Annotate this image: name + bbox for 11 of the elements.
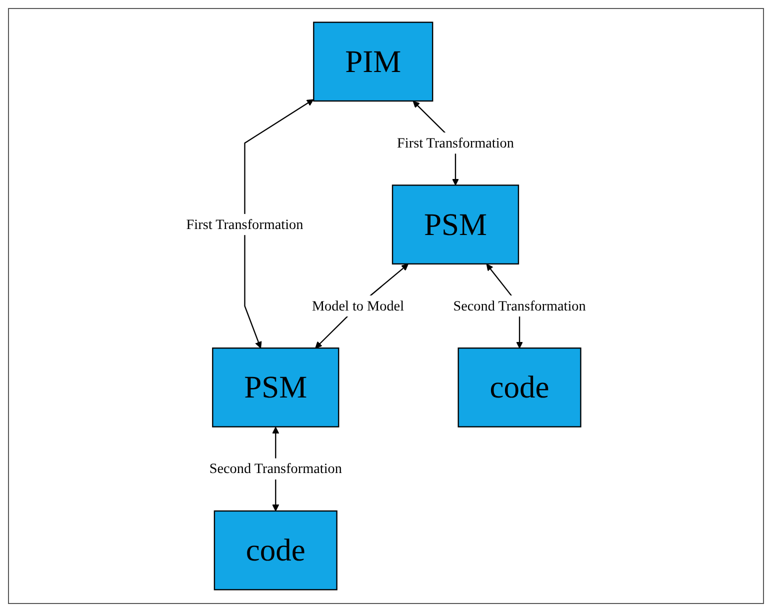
edge-label: First Transformation bbox=[186, 216, 304, 232]
node-box: PSM bbox=[212, 348, 340, 428]
edge-label: First Transformation bbox=[396, 134, 514, 151]
edge-label: Model to Model bbox=[312, 298, 404, 314]
arrow bbox=[244, 99, 314, 348]
edge-label: Second Transformation bbox=[453, 298, 586, 314]
node-box: code bbox=[214, 510, 338, 590]
edge-label: Second Transformation bbox=[209, 460, 342, 476]
node-box: PSM bbox=[392, 184, 519, 264]
node-box: PIM bbox=[313, 22, 434, 102]
node-box: code bbox=[458, 348, 582, 428]
